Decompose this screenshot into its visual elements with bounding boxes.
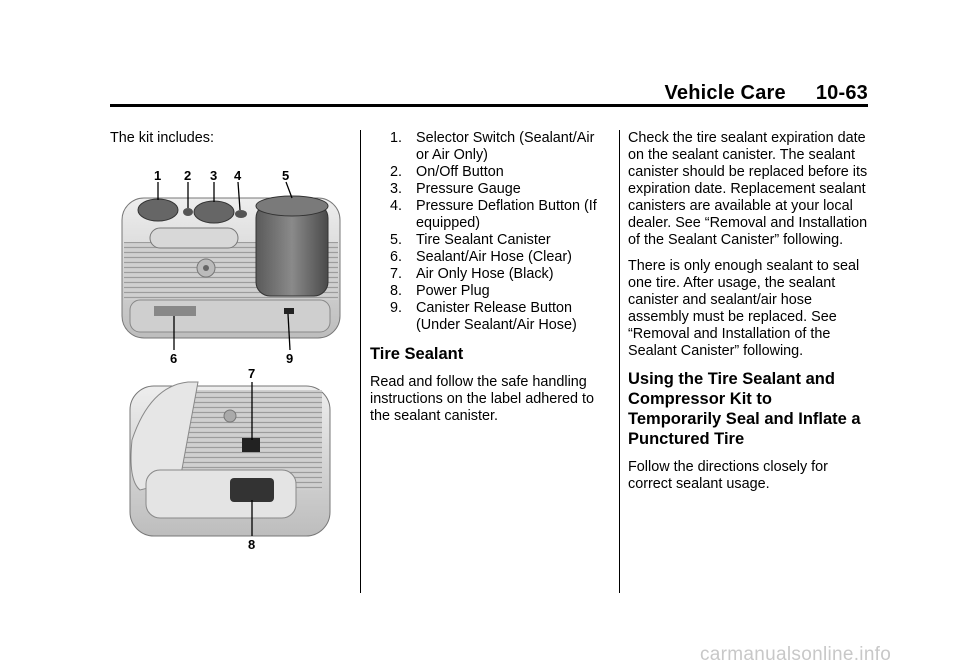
list-item: 6. Sealant/Air Hose (Clear) [370, 249, 610, 266]
list-number: 5. [390, 232, 403, 248]
callout-7: 7 [248, 366, 255, 381]
callout-4: 4 [234, 168, 242, 183]
list-text: Pressure Deflation Button (If equipped) [416, 198, 597, 231]
section-title: Vehicle Care [664, 82, 786, 104]
list-text: Sealant/Air Hose (Clear) [416, 249, 572, 265]
tire-sealant-heading: Tire Sealant [370, 345, 464, 363]
callout-9: 9 [286, 351, 293, 366]
page-number: 10-63 [815, 82, 868, 104]
callout-2: 2 [184, 168, 191, 183]
list-text: Canister Release Button (Under Sealant/A… [416, 300, 577, 333]
list-number: 1. [390, 130, 403, 146]
header-rule [110, 104, 868, 107]
column-divider-1 [360, 130, 361, 593]
using-kit-heading: Using the Tire Sealant and Compressor Ki… [628, 370, 861, 448]
compressor-kit-illustration: 1 2 3 4 5 6 7 8 9 [110, 160, 350, 558]
directions-paragraph: Follow the directions closely for correc… [628, 459, 828, 492]
list-item: 5. Tire Sealant Canister [370, 232, 610, 249]
compressor-bottom-view [129, 381, 331, 537]
compressor-top-view [121, 195, 341, 339]
column-middle: 1. Selector Switch (Sealant/Air or Air On… [370, 130, 610, 434]
callout-1: 1 [154, 168, 161, 183]
page-header: Vehicle Care 10-63 [110, 82, 868, 104]
parts-list: 1. Selector Switch (Sealant/Air or Air On… [370, 130, 610, 334]
callout-5: 5 [282, 168, 289, 183]
compressor-kit-figure: 1 2 3 4 5 6 7 8 9 [110, 160, 350, 558]
kit-intro: The kit includes: [110, 130, 214, 146]
list-text: Pressure Gauge [416, 181, 521, 197]
list-item: 7. Air Only Hose (Black) [370, 266, 610, 283]
callout-3: 3 [210, 168, 217, 183]
list-number: 4. [390, 198, 403, 214]
list-item: 8. Power Plug [370, 283, 610, 300]
list-item: 9. Canister Release Button (Under Sealant… [370, 300, 610, 334]
tire-sealant-body: Read and follow the safe handling instru… [370, 374, 595, 424]
list-number: 6. [390, 249, 403, 265]
list-number: 2. [390, 164, 403, 180]
callout-8: 8 [248, 537, 255, 552]
column-right: Check the tire sealant expiration date o… [628, 130, 868, 502]
list-number: 9. [390, 300, 403, 316]
list-number: 7. [390, 266, 403, 282]
list-text: On/Off Button [416, 164, 504, 180]
list-text: Selector Switch (Sealant/Air or Air Only… [416, 130, 595, 163]
column-left: The kit includes: [110, 130, 350, 156]
column-divider-2 [619, 130, 620, 593]
one-tire-paragraph: There is only enough sealant to seal one… [628, 258, 860, 359]
list-item: 1. Selector Switch (Sealant/Air or Air On… [370, 130, 610, 164]
list-item: 4. Pressure Deflation Button (If equipped… [370, 198, 610, 232]
footer-watermark: carmanualsonline.info [700, 644, 892, 665]
list-text: Power Plug [416, 283, 490, 299]
callout-lines [157, 181, 293, 536]
list-number: 8. [390, 283, 403, 299]
header-title: Vehicle Care 10-63 [664, 82, 868, 105]
list-text: Air Only Hose (Black) [416, 266, 554, 282]
list-item: 2. On/Off Button [370, 164, 610, 181]
list-item: 3. Pressure Gauge [370, 181, 610, 198]
list-number: 3. [390, 181, 403, 197]
list-text: Tire Sealant Canister [416, 232, 551, 248]
callout-6: 6 [170, 351, 177, 366]
expiration-paragraph: Check the tire sealant expiration date o… [628, 130, 868, 248]
